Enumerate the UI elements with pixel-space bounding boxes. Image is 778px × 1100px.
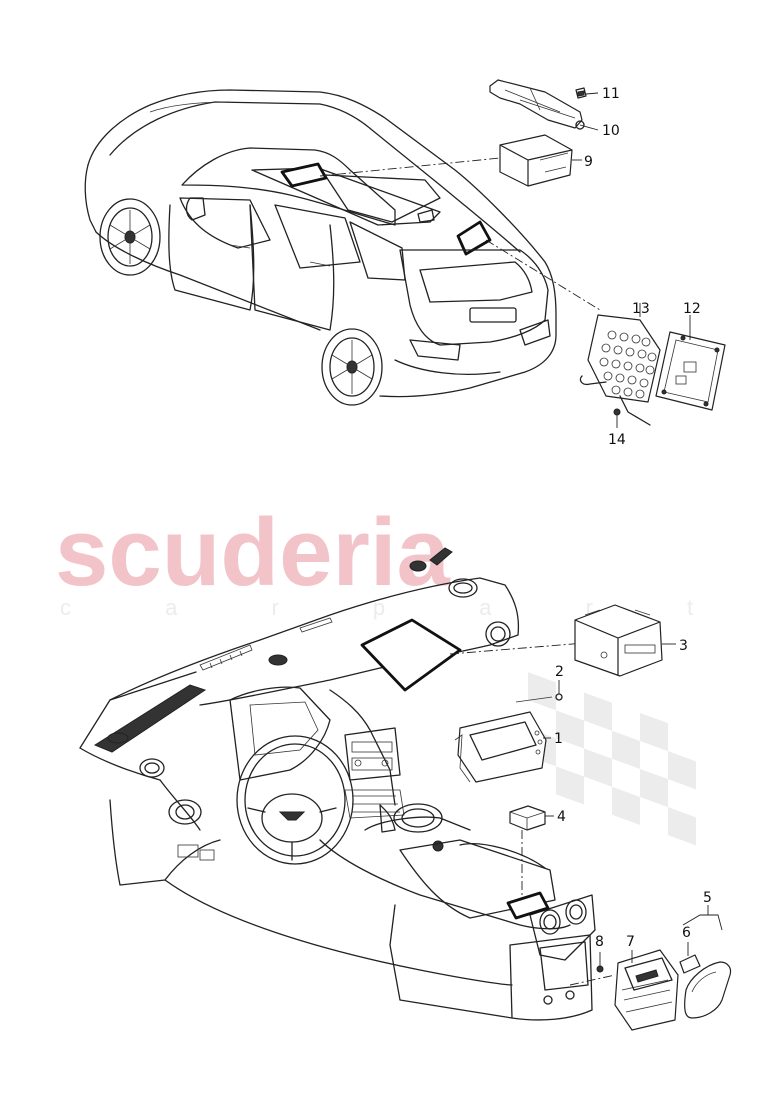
leader-bin-to-tray-7 bbox=[569, 974, 616, 986]
part-screw-14 bbox=[613, 408, 621, 416]
vent-top bbox=[448, 578, 478, 598]
part-pad-6 bbox=[679, 954, 701, 974]
part-nut-11 bbox=[575, 87, 587, 99]
part-bracket-10 bbox=[489, 79, 585, 130]
callout-11: 11 bbox=[602, 86, 620, 102]
part-antenna-13 bbox=[579, 314, 661, 426]
car-roof-module-marker bbox=[280, 162, 328, 188]
dashboard-illustration bbox=[79, 547, 596, 1021]
console-module-marker bbox=[506, 891, 550, 920]
leader-roof-to-module bbox=[319, 157, 501, 177]
watermark-brand: scuderia bbox=[55, 499, 450, 606]
part-nut-8 bbox=[596, 965, 604, 973]
part-control-unit-12 bbox=[655, 331, 726, 411]
rear-wheel bbox=[321, 328, 383, 406]
steering-wheel bbox=[236, 735, 354, 865]
watermark-sub: c a r p a r t s bbox=[60, 595, 778, 620]
callout-2: 2 bbox=[555, 664, 564, 680]
dash-module-marker bbox=[360, 618, 462, 692]
callout-9: 9 bbox=[584, 154, 593, 170]
callout-8: 8 bbox=[595, 934, 604, 950]
part-unit-3 bbox=[574, 604, 663, 677]
callout-6: 6 bbox=[682, 925, 691, 941]
callout-4: 4 bbox=[557, 809, 566, 825]
watermark-checker bbox=[528, 672, 696, 846]
callout-10: 10 bbox=[602, 123, 620, 139]
speaker-center bbox=[268, 654, 288, 666]
callout-12: 12 bbox=[683, 301, 701, 317]
vehicle-illustration bbox=[84, 89, 557, 406]
part-module-4 bbox=[509, 805, 546, 831]
part-cover-5 bbox=[684, 961, 732, 1019]
part-display-1 bbox=[454, 711, 547, 783]
callout-13: 13 bbox=[632, 301, 650, 317]
callout-1: 1 bbox=[554, 731, 563, 747]
callout-3: 3 bbox=[679, 638, 688, 654]
leader-rear-to-antenna bbox=[485, 239, 601, 311]
vent-right bbox=[485, 621, 511, 647]
leader-lines bbox=[543, 92, 709, 966]
car-rear-module-marker bbox=[456, 220, 492, 256]
callout-7: 7 bbox=[626, 934, 635, 950]
leader-dash-to-unit-3 bbox=[449, 642, 586, 655]
front-wheel bbox=[99, 198, 161, 276]
callout-5: 5 bbox=[703, 890, 712, 906]
group-bracket-5 bbox=[682, 914, 723, 931]
speaker-left bbox=[107, 732, 129, 744]
watermark: scuderia c a r p a r t s bbox=[55, 499, 778, 846]
callout-14: 14 bbox=[608, 432, 626, 448]
speaker-right bbox=[409, 560, 427, 572]
vent-left bbox=[139, 758, 165, 778]
part-tray-7 bbox=[614, 949, 679, 1031]
part-module-9 bbox=[499, 134, 573, 187]
